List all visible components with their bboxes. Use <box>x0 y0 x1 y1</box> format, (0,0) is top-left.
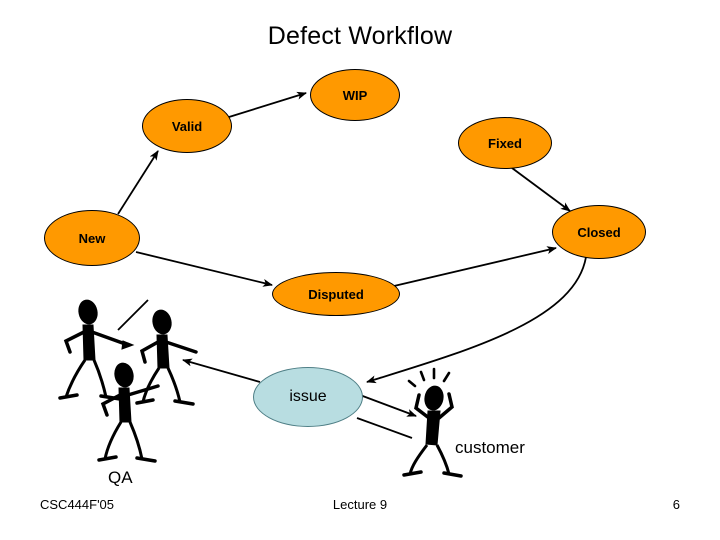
edge-issue-to-qa <box>182 358 261 383</box>
node-new-label: New <box>78 230 106 246</box>
edge-qa-to-disputed <box>117 299 149 331</box>
node-issue[interactable]: issue <box>253 367 363 427</box>
node-new[interactable]: New <box>44 210 140 266</box>
node-disputed[interactable]: Disputed <box>272 272 400 316</box>
node-disputed-label: Disputed <box>308 286 364 302</box>
edge-new-to-valid <box>117 150 159 215</box>
footer-course-code: CSC444F'05 <box>40 497 115 512</box>
stick-figure-qa-3 <box>97 362 160 463</box>
footer-lecture-name: Lecture 9 <box>332 497 388 512</box>
page-title: Defect Workflow <box>267 22 453 50</box>
edge-valid-to-wip <box>228 91 307 118</box>
edge-disputed-to-closed <box>393 246 557 287</box>
stick-figure-qa-2 <box>135 309 198 406</box>
node-wip[interactable]: WIP <box>310 69 400 121</box>
node-fixed[interactable]: Fixed <box>458 117 552 169</box>
node-closed[interactable]: Closed <box>552 205 646 259</box>
node-wip-label: WIP <box>342 87 368 103</box>
node-issue-label: issue <box>289 388 327 405</box>
node-valid-label: Valid <box>171 118 203 134</box>
node-fixed-label: Fixed <box>488 135 522 151</box>
stick-figure-qa-1 <box>58 299 135 401</box>
node-closed-label: Closed <box>577 224 621 240</box>
node-valid[interactable]: Valid <box>142 99 232 153</box>
edge-issue-to-customer-upper <box>359 394 417 417</box>
edge-new-to-disputed <box>135 251 273 287</box>
edge-issue-to-customer-lower <box>356 417 413 439</box>
stick-figure-customer <box>402 367 463 478</box>
actor-label-customer: customer <box>455 438 525 457</box>
edge-fixed-to-closed <box>511 167 571 212</box>
footer-page-number: 6 <box>672 497 680 512</box>
actor-label-qa: QA <box>108 468 133 487</box>
edge-closed-to-issue <box>366 256 587 384</box>
